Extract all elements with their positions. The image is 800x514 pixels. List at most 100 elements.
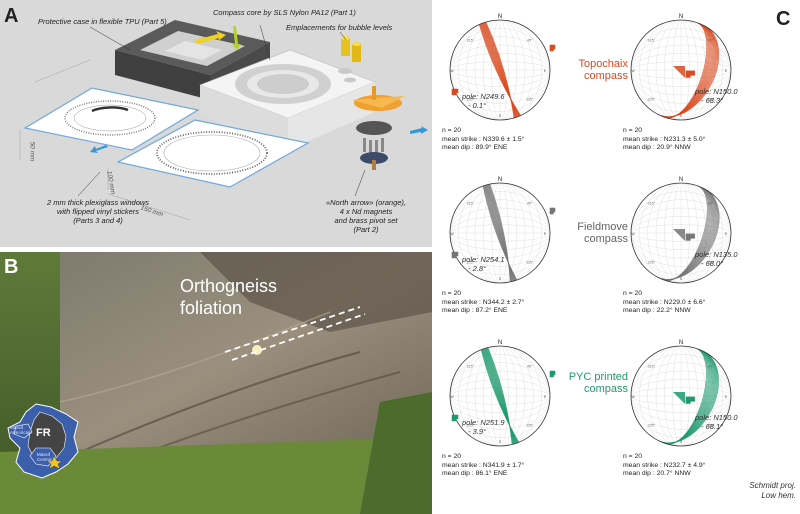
dip-direction-arrow — [649, 66, 685, 100]
cardinal-label: S — [499, 114, 502, 118]
leader-line — [259, 24, 271, 61]
stereonet-grid-lines — [450, 20, 550, 120]
cardinal-label: W — [631, 395, 635, 399]
bubble-levels — [341, 36, 361, 62]
stats-mean-strike: mean strike : N344.2 ± 2.7° — [442, 298, 525, 306]
primitive-circle — [630, 182, 732, 284]
label-windows: 2 mm thick plexiglass windows with flipp… — [33, 198, 163, 225]
dimension-label-50: 50 mm — [28, 141, 36, 162]
pole-label-line2: - 68.1° — [701, 422, 724, 431]
pole-label-line2: - 68.3° — [701, 96, 724, 105]
stats-mean-strike: mean strike : N231.3 ± 5.0° — [623, 135, 706, 143]
stats-mean-dip: mean dip : 89.9° ENE — [442, 144, 508, 151]
cardinal-label: S — [680, 114, 683, 118]
label-arrow-line3: and brass pivot set — [334, 216, 398, 225]
map-country-label: FR — [36, 427, 51, 439]
leader-line — [77, 171, 101, 197]
compass-name-line1: Fieldmove — [577, 221, 628, 233]
compass-name-line2: compass — [583, 383, 628, 395]
stats-n: n = 20 — [623, 453, 643, 460]
cardinal-label: W — [631, 232, 635, 236]
north-label: N — [679, 340, 683, 346]
foliation-label-line1: Orthogneiss — [180, 276, 278, 296]
pole-label: pole: N251.9- 3.9° — [462, 418, 505, 436]
azimuth-tick-label: 45° — [708, 201, 714, 205]
leader-line — [89, 26, 131, 51]
azimuth-tick-label: 315° — [467, 201, 475, 205]
primitive-circle — [630, 345, 732, 447]
north-label: N — [498, 14, 502, 20]
cardinal-label: W — [450, 69, 454, 73]
leader-line — [339, 31, 347, 41]
cardinal-label: S — [499, 277, 502, 281]
label-north-arrow: «North arrow» (orange), 4 x Nd magnets a… — [316, 198, 416, 234]
cardinal-label: E — [544, 395, 547, 399]
panel-c-letter: C — [776, 8, 791, 30]
foliation-label: Orthogneiss foliation — [180, 275, 277, 319]
cardinal-label: W — [450, 232, 454, 236]
azimuth-tick-label: 225° — [467, 98, 475, 102]
azimuth-tick-label: 225° — [467, 424, 475, 428]
plane-traces — [657, 22, 720, 119]
label-bubble-levels: Emplacements for bubble levels — [286, 23, 393, 32]
label-arrow-line4: (Part 2) — [353, 225, 379, 234]
stats-mean-strike: mean strike : N339.6 ± 1.5° — [442, 135, 525, 143]
azimuth-tick-label: 225° — [648, 424, 656, 428]
pole-label-line2: - 68.0° — [701, 259, 724, 268]
stats-mean-dip: mean dip : 86.1° ENE — [442, 470, 508, 477]
azimuth-tick-label: 315° — [648, 38, 656, 42]
azimuth-tick-label: 135° — [707, 261, 715, 265]
stats-mean-dip: mean dip : 87.2° ENE — [442, 307, 508, 314]
foliation-label-line2: foliation — [180, 298, 243, 318]
pole-label: pole: N254.1- 2.8° — [462, 255, 505, 273]
projection-line2: Low hem. — [761, 491, 796, 500]
stats-mean-strike: mean strike : N232.7 ± 4.9° — [623, 461, 706, 469]
azimuth-tick-label: 225° — [648, 261, 656, 265]
assembly-arrow — [90, 145, 108, 153]
azimuth-tick-label: 45° — [527, 201, 533, 205]
cardinal-label: E — [544, 232, 547, 236]
azimuth-tick-label: 135° — [707, 98, 715, 102]
azimuth-tick-label: 315° — [648, 364, 656, 368]
stats-mean-strike: mean strike : N341.9 ± 1.7° — [442, 461, 525, 469]
plane-traces — [657, 347, 719, 445]
north-label: N — [679, 177, 683, 183]
plexiglass-window-2 — [116, 119, 310, 188]
compass-name-fieldmove: Fieldmove compass — [560, 221, 628, 245]
dip-direction-arrow — [649, 392, 685, 426]
stereonet-grid-lines — [450, 183, 550, 283]
pole-label: pole: N150.0- 68.3° — [695, 87, 738, 105]
azimuth-tick-label: 45° — [708, 38, 714, 42]
foliation-line — [231, 313, 366, 361]
label-arrow-line2: 4 x Nd magnets — [339, 207, 393, 216]
north-label: N — [498, 340, 502, 346]
compass-name-line2: compass — [583, 233, 628, 245]
cardinal-label: E — [725, 395, 728, 399]
map-region-central: Massif Central — [37, 452, 52, 462]
projection-note: Schmidt proj. Low hem. — [726, 481, 796, 501]
pole-label-line2: - 2.8° — [468, 264, 487, 273]
azimuth-tick-label: 225° — [467, 261, 475, 265]
azimuth-tick-label: 135° — [707, 424, 715, 428]
azimuth-tick-label: 135° — [526, 424, 534, 428]
cardinal-label: E — [725, 232, 728, 236]
panel-b-photo — [0, 252, 432, 514]
panel-a-letter: A — [4, 5, 19, 27]
pole-label-line1: pole: N135.0 — [695, 250, 738, 259]
pole-label-line1: pole: N254.1 — [462, 255, 505, 264]
map-region2-line2: Central — [37, 457, 52, 462]
plexiglass-window-1 — [23, 87, 200, 151]
pole-label-line1: pole: N150.0 — [695, 87, 738, 96]
plane-traces — [478, 21, 521, 119]
pole-points — [451, 370, 556, 422]
cardinal-label: S — [680, 277, 683, 281]
label-windows-line1: 2 mm thick plexiglass windows — [46, 198, 150, 207]
stats-n: n = 20 — [442, 127, 462, 134]
stats-n: n = 20 — [623, 290, 643, 297]
